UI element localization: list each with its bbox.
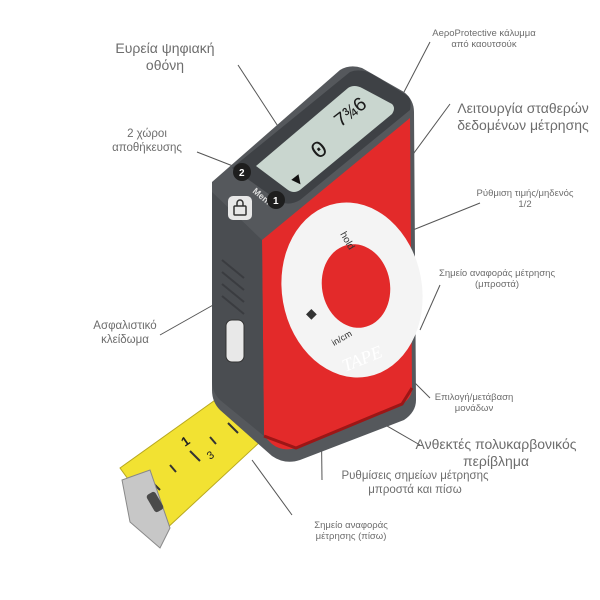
label-front-ref-point: Σημείο αναφοράς μέτρησης (μπροστά) <box>438 268 556 291</box>
label-rear-ref-point: Σημείο αναφοράς μέτρησης (πίσω) <box>314 520 388 543</box>
label-unit-select: Επιλογή/μετάβαση μονάδων <box>434 392 514 415</box>
tape-hook <box>121 469 171 549</box>
svg-text:1: 1 <box>273 196 279 207</box>
lcd-screen <box>256 86 394 192</box>
tape-number-3: 3 <box>205 449 217 462</box>
footprint-icon: ◆ <box>306 306 317 322</box>
label-display: Ευρεία ψηφιακή οθόνη <box>115 40 215 73</box>
safety-lock-switch <box>225 319 245 363</box>
label-zero-adjust: Ρύθμιση τιμής/μηδενός 1/2 <box>476 188 574 211</box>
label-front-back-settings: Ρυθμίσεις σημείων μέτρησης μπροστά και π… <box>341 470 489 496</box>
svg-text:2: 2 <box>239 168 245 179</box>
label-housing: Ανθεκτές πολυκαρβονικός περίβλημα <box>415 436 577 469</box>
label-memory-spaces: 2 χώροι αποθήκευσης <box>112 128 182 154</box>
label-fixed-data-mode: Λειτουργία σταθερών δεδομένων μέτρησης <box>457 100 589 133</box>
mem-1-button <box>267 191 285 209</box>
label-protective-cover: AeροProtective κάλυμμα από καουτσούκ <box>432 28 536 51</box>
side-panel <box>212 192 264 436</box>
mem-2-button <box>233 163 251 181</box>
dial-center <box>321 244 391 328</box>
label-safety-lock: Ασφαλιστικό κλείδωμα <box>93 320 157 346</box>
